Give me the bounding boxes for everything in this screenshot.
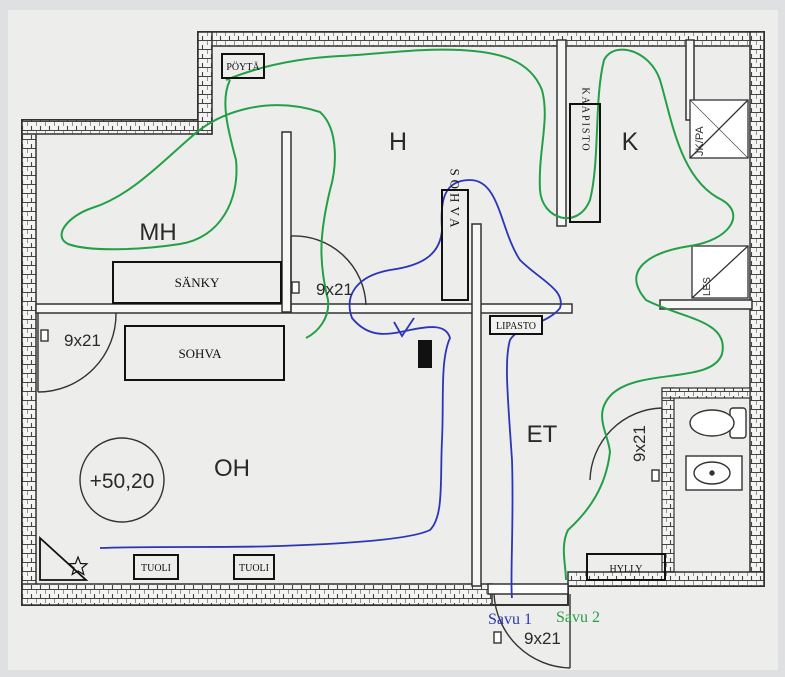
svg-text:PÖYTÄ: PÖYTÄ: [226, 61, 260, 73]
smoke-label-2: Savu 2: [556, 609, 600, 626]
appliance-jkpa: [689, 99, 749, 159]
door-size-entrance: 9x21: [524, 629, 561, 648]
furniture-tuoli-1: TUOLI: [133, 554, 179, 580]
stairs-icon: [39, 535, 89, 581]
level-marker: +50,20: [79, 437, 165, 523]
room-label-mh: MH: [139, 219, 176, 246]
svg-text:LIPASTO: LIPASTO: [496, 321, 536, 332]
svg-text:TUOLI: TUOLI: [239, 563, 269, 574]
furniture-hylly: HYLLY: [586, 553, 666, 581]
svg-text:SÄNKY: SÄNKY: [175, 275, 220, 290]
door-size-wc: 9x21: [630, 425, 649, 462]
furniture-poyta: PÖYTÄ: [221, 53, 265, 79]
room-label-oh: OH: [214, 455, 250, 482]
smoke-route-1: [99, 179, 562, 599]
furniture-lipasto: LIPASTO: [489, 315, 543, 335]
outer-walls: [21, 31, 765, 606]
door-oh: [37, 312, 117, 393]
smoke-label-1: Savu 1: [488, 611, 532, 628]
svg-text:SOHVA: SOHVA: [448, 168, 463, 231]
appliance-les: [691, 245, 749, 299]
door-entrance: [493, 593, 571, 669]
furniture-sohva: SOHVA: [124, 325, 285, 381]
furniture-tuoli-2: TUOLI: [233, 554, 275, 580]
svg-text:KAAPISTO: KAAPISTO: [580, 87, 591, 152]
level-value: +50,20: [90, 470, 155, 493]
smoke-route-2: [60, 48, 735, 581]
svg-text:SOHVA: SOHVA: [178, 346, 222, 361]
smoke-detector: [418, 340, 432, 368]
appliance-label-jkpa: JK/PA: [694, 126, 706, 156]
door-wc: [589, 407, 663, 482]
room-label-h: H: [389, 128, 407, 156]
star-icon: [67, 555, 89, 576]
door-mh: [290, 235, 367, 312]
sink-icon: [685, 455, 743, 491]
door-size-mh: 9x21: [316, 280, 353, 299]
room-label-k: K: [622, 128, 639, 156]
svg-text:TUOLI: TUOLI: [141, 563, 171, 574]
furniture-kaapisto: KAAPISTO: [569, 87, 601, 223]
svg-text:HYLLY: HYLLY: [610, 564, 643, 575]
appliance-label-les: LES: [702, 277, 713, 296]
furniture-sanky: SÄNKY: [112, 261, 282, 304]
furniture-sohva-vertical: SOHVA: [441, 168, 469, 301]
room-label-et: ET: [527, 421, 558, 448]
toilet-icon: [689, 407, 747, 439]
door-size-oh: 9x21: [64, 331, 101, 350]
